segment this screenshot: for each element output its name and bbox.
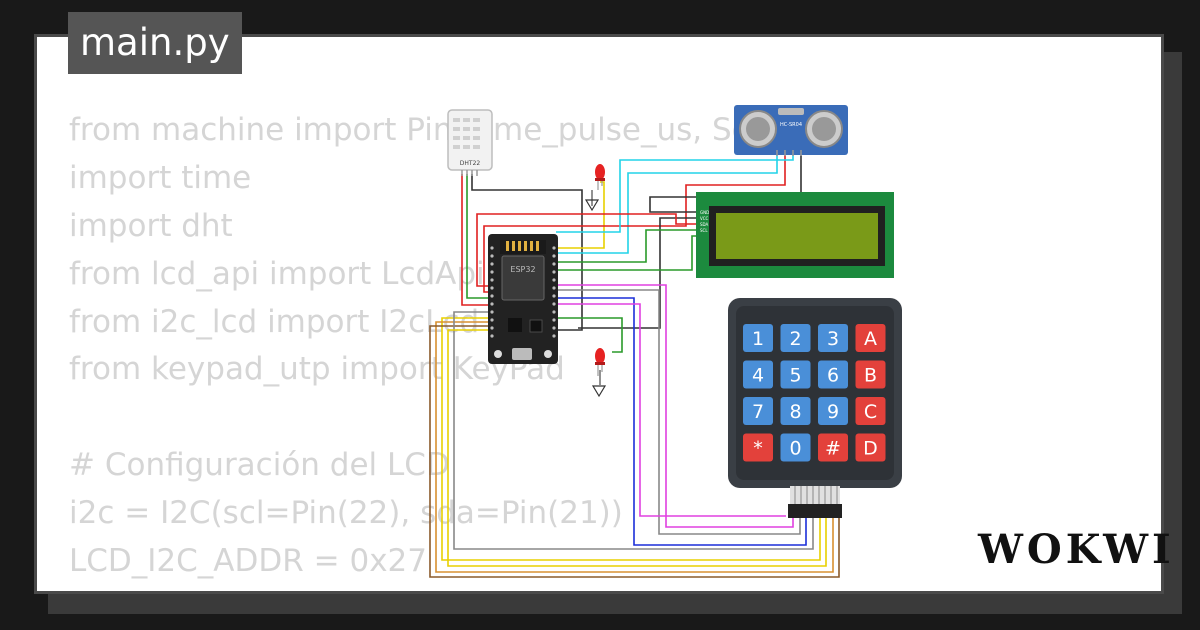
keypad-key-label: 6 <box>827 365 839 387</box>
wire-yellow <box>556 181 605 249</box>
keypad-key[interactable]: 1 <box>743 324 773 352</box>
keypad-key[interactable]: 5 <box>780 360 811 389</box>
wire-yellow-3 <box>447 329 827 567</box>
keypad-key[interactable]: # <box>818 433 848 462</box>
code-line: import time <box>69 159 252 196</box>
lcd-16x2[interactable]: GND VCC SDA SCL <box>696 192 894 278</box>
keypad-key-label: 5 <box>789 365 801 387</box>
wire-magenta-2 <box>556 303 786 517</box>
keypad-keys: 1 2 3 A 4 5 6 B 7 8 9 C * 0 # D <box>743 324 886 462</box>
keypad-key-label: # <box>825 438 841 460</box>
code-card: from machine import Pin, time_pulse_us, … <box>34 34 1164 594</box>
code-line: LCD_COLUMNS = 16 <box>69 586 824 592</box>
keypad-key-label: 7 <box>752 401 764 423</box>
keypad-key[interactable]: 4 <box>743 360 773 389</box>
code-line: LCD_I2C_ADDR = 0x27 <box>69 543 427 580</box>
keypad-key-label: 2 <box>789 328 801 350</box>
keypad-key[interactable]: A <box>855 324 886 352</box>
keypad-key-label: 3 <box>827 328 839 350</box>
hc-sr04-sensor[interactable]: HC-SR04 <box>734 105 848 156</box>
keypad-key-label: D <box>863 438 878 460</box>
keypad-key[interactable]: 3 <box>818 324 848 352</box>
keypad-key[interactable]: 7 <box>743 397 773 425</box>
keypad-key-label: 0 <box>789 438 801 460</box>
wire-magenta <box>556 284 794 528</box>
keypad-key-label: 8 <box>789 401 801 423</box>
keypad-key-label: 1 <box>752 328 764 350</box>
keypad-key-label: A <box>864 328 877 350</box>
lcd-pin-label: GND <box>700 210 709 215</box>
ground-symbol-2 <box>591 385 607 398</box>
esp32-label: ESP32 <box>510 265 535 274</box>
wire-brown <box>429 325 840 578</box>
lcd-pin-label: VCC <box>700 216 709 221</box>
led-red-1[interactable] <box>595 164 605 190</box>
esp32-board[interactable]: ESP32 <box>488 234 558 364</box>
wire-gray-3 <box>453 311 814 550</box>
keypad-key-label: 4 <box>752 365 764 387</box>
wire-red-3 <box>476 213 701 287</box>
keypad-key[interactable]: 9 <box>818 397 848 425</box>
code-line: from lcd_api import LcdApi <box>69 255 485 292</box>
lcd-pin-label: SDA <box>700 222 709 227</box>
wire-green <box>466 174 488 299</box>
code-line: import dht <box>69 207 233 244</box>
keypad-key-label: 9 <box>827 401 839 423</box>
wire-green-4 <box>556 317 623 353</box>
wire-cyan-2 <box>556 153 794 233</box>
wire-red <box>461 174 488 306</box>
keypad-key[interactable]: B <box>855 360 886 389</box>
file-tab[interactable]: main.py <box>68 12 242 74</box>
wire-cyan <box>556 153 778 254</box>
wires <box>429 153 840 578</box>
keypad-key[interactable]: 8 <box>780 397 811 425</box>
wire-dark <box>471 174 583 331</box>
dht22-sensor[interactable]: DHT22 <box>447 109 493 176</box>
keypad-key[interactable]: D <box>855 433 886 462</box>
keypad-key-label: C <box>864 401 877 423</box>
lcd-pin-label: SCL <box>700 228 708 233</box>
wire-dark-3 <box>578 217 701 329</box>
keypad-key[interactable]: 0 <box>780 433 811 462</box>
wire-green-2 <box>556 229 701 263</box>
code-line: # Configuración del LCD <box>69 447 450 484</box>
keypad-key[interactable]: 2 <box>780 324 811 352</box>
led-red-2[interactable] <box>595 348 605 376</box>
hc-sr04-label: HC-SR04 <box>780 122 802 128</box>
keypad-key[interactable]: * <box>743 433 773 462</box>
keypad-key[interactable]: C <box>855 397 886 425</box>
keypad-4x4[interactable]: 1 2 3 A 4 5 6 B 7 8 9 C * 0 # D <box>728 298 902 518</box>
wire-gray-2 <box>556 289 801 535</box>
dht22-label: DHT22 <box>460 160 481 167</box>
keypad-key[interactable]: 6 <box>818 360 848 389</box>
keypad-key-label: B <box>864 365 877 387</box>
ground-symbol-1 <box>584 199 600 212</box>
wire-blue <box>556 297 807 546</box>
wire-dark-2 <box>649 153 802 213</box>
keypad-key-label: * <box>753 438 763 460</box>
wire-red-2 <box>483 153 786 293</box>
wire-yellow-2 <box>441 317 821 561</box>
wokwi-logo: WOKWI <box>978 526 1175 573</box>
